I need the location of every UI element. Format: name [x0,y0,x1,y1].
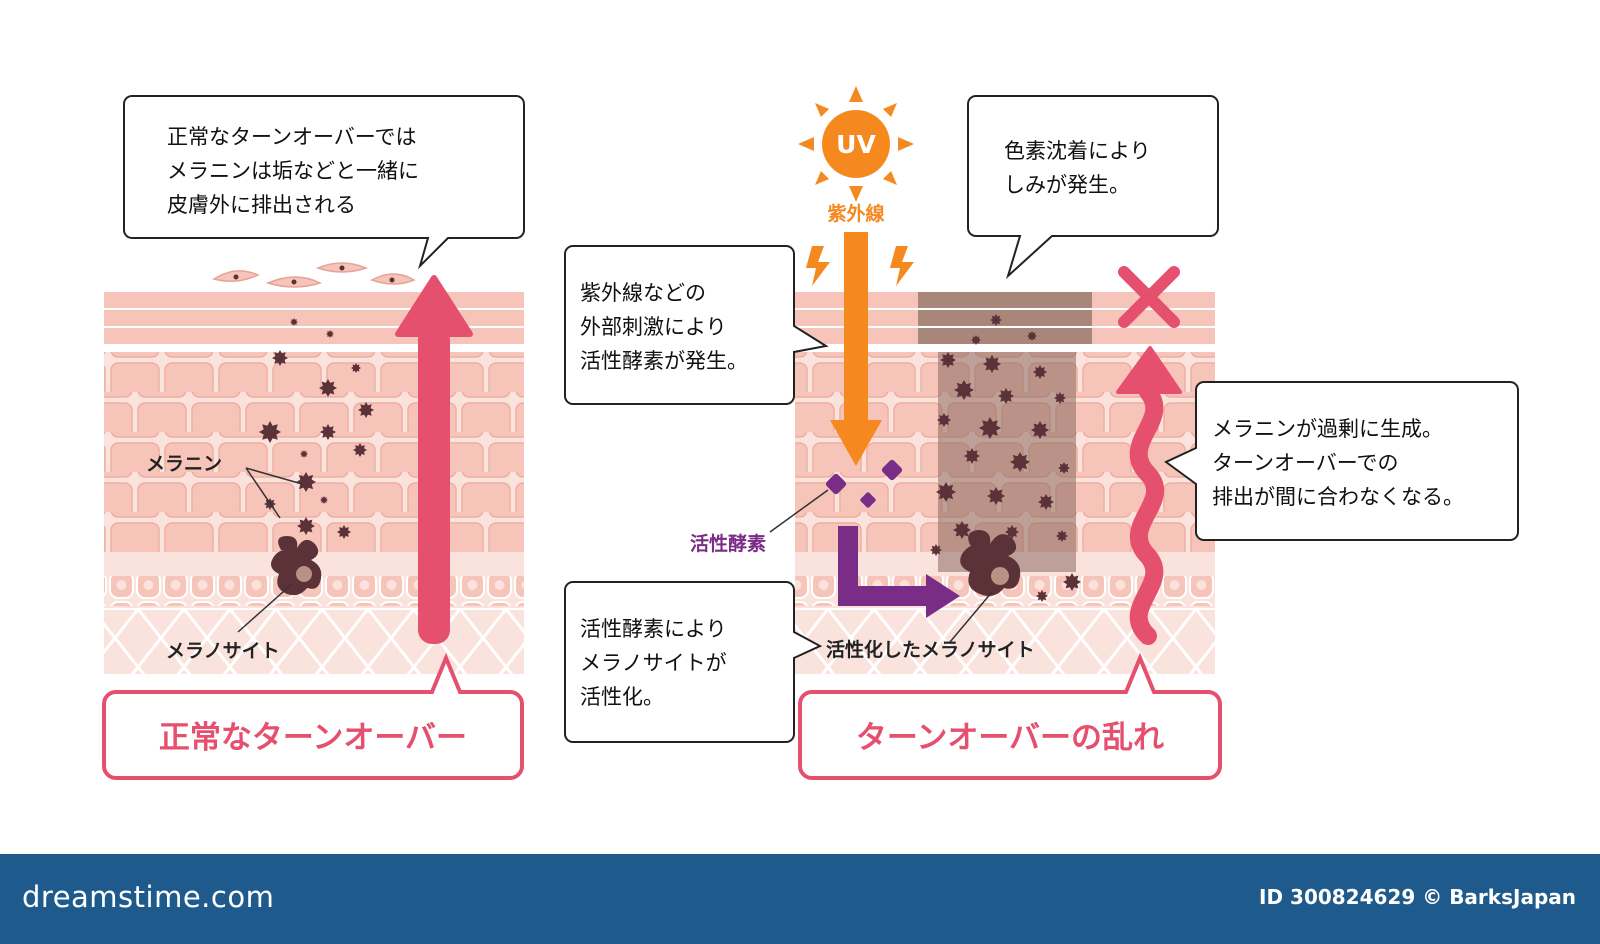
left-skin-cross-section [104,292,524,674]
title-right: ターンオーバーの乱れ [856,720,1164,756]
shedding-cells [212,262,416,288]
bubble-activation: 活性酵素により メラノサイトが 活性化。 [564,581,823,743]
bubble-stimulus-line-3: 活性酵素が発生。 [580,349,748,373]
footer-credit: ID 300824629 © BarksJapan [1259,885,1576,909]
footer-bar: dreamstime.com ID 300824629 © BarksJapan [0,854,1600,944]
label-active-oxygen: 活性酵素 [690,532,766,555]
melanin-granule [990,314,1002,326]
melanin-granule [1063,573,1081,591]
active-oxygen-pointer [769,489,829,533]
melanin-granule [1010,452,1030,472]
label-uv: 紫外線 [827,202,884,225]
pigment-deposit [918,292,1092,572]
turnover-up-arrow [395,275,473,644]
bubble-excess-line-3: 排出が間に合わなくなる。 [1212,485,1464,509]
bubble-activation-line-1: 活性酵素により [580,617,727,641]
melanin-granules-left [259,318,374,539]
uv-down-arrow [830,232,882,466]
activation-l-arrow [838,526,960,618]
melanin-granule [358,402,374,418]
melanin-granule [1058,462,1070,474]
melanin-granule [940,352,956,368]
melanin-granule [300,450,308,458]
melanin-granule [353,443,367,457]
active-oxygen-particles [825,459,903,508]
melanin-granule [998,388,1014,404]
melanin-granule [936,482,956,502]
melanin-granule [1027,331,1037,341]
melanin-granule [1005,525,1019,539]
melanin-granule [320,424,336,440]
melanin-granule [319,379,337,397]
melanin-granule [326,330,334,338]
melanin-granule [964,448,980,464]
bubble-stimulus: 紫外線などの 外部刺激により 活性酵素が発生。 [564,245,829,405]
melanin-granule [1056,530,1068,542]
title-left: 正常なターンオーバー [159,720,467,756]
melanin-granule [337,525,351,539]
label-melanocyte-left: メラノサイト [166,640,280,662]
melanin-granule [272,350,288,366]
bubble-pigment-line-1: 色素沈着により [1004,139,1151,163]
bubble-left-line-1: 正常なターンオーバーでは [167,125,416,149]
bubble-stimulus-line-1: 紫外線などの [580,281,706,305]
melanocyte-pointer-line [949,591,993,643]
label-activated-melanocyte: 活性化したメラノサイト [826,638,1035,661]
bubble-pigment: 色素沈着により しみが発生。 [967,95,1219,280]
uv-text: UV [836,130,876,159]
melanocyte-left [271,536,322,596]
melanin-granule [953,521,971,539]
melanin-granule [979,417,1001,439]
melanin-granule [930,544,942,556]
melanin-granule [1054,392,1066,404]
melanin-granule [1031,421,1049,439]
melanin-granule [983,355,1001,373]
bubble-excess-line-1: メラニンが過剰に生成。 [1212,417,1443,441]
title-box-right: ターンオーバーの乱れ [798,652,1222,780]
bubble-left-line-2: メラニンは垢などと一緒に [167,159,419,183]
bubble-activation-line-3: 活性化。 [580,685,664,709]
sun-icon: UV [798,86,914,202]
melanin-granule [296,472,316,492]
melanin-granule [320,496,328,504]
melanin-granule [1038,494,1054,510]
lightning-icons [806,246,914,286]
bubble-left-normal: 正常なターンオーバーでは メラニンは垢などと一緒に 皮膚外に排出される [123,95,525,270]
label-melanin: メラニン [146,453,222,475]
melanin-pointer-lines [237,467,303,633]
melanin-granule [259,421,281,443]
cross-icon [1118,266,1180,328]
disrupted-turnover-arrow [1116,346,1182,645]
bubble-stimulus-line-2: 外部刺激により [580,315,727,339]
bubble-excess: メラニンが過剰に生成。 ターンオーバーでの 排出が間に合わなくなる。 [1164,381,1519,541]
diagram-canvas: メラニン メラノサイト 正常なターンオーバーでは メラニンは垢などと一緒に 皮膚… [102,86,1519,780]
title-box-left: 正常なターンオーバー [102,652,524,780]
melanin-granule [987,487,1005,505]
melanin-granule [290,318,298,326]
melanin-granule [1036,590,1048,602]
melanin-granule [1033,365,1047,379]
melanin-granule [971,335,981,345]
bubble-excess-line-2: ターンオーバーでの [1212,451,1398,475]
bubble-left-line-3: 皮膚外に排出される [167,193,356,217]
melanin-granules-right [930,314,1081,602]
melanin-granule [297,517,315,535]
melanocyte-activated [960,530,1021,596]
bubble-pigment-line-2: しみが発生。 [1004,173,1130,197]
bubble-activation-line-2: メラノサイトが [580,651,727,675]
melanin-granule [351,363,361,373]
melanin-granule [937,413,951,427]
melanin-granule [954,380,974,400]
footer-logo[interactable]: dreamstime.com [22,880,275,914]
